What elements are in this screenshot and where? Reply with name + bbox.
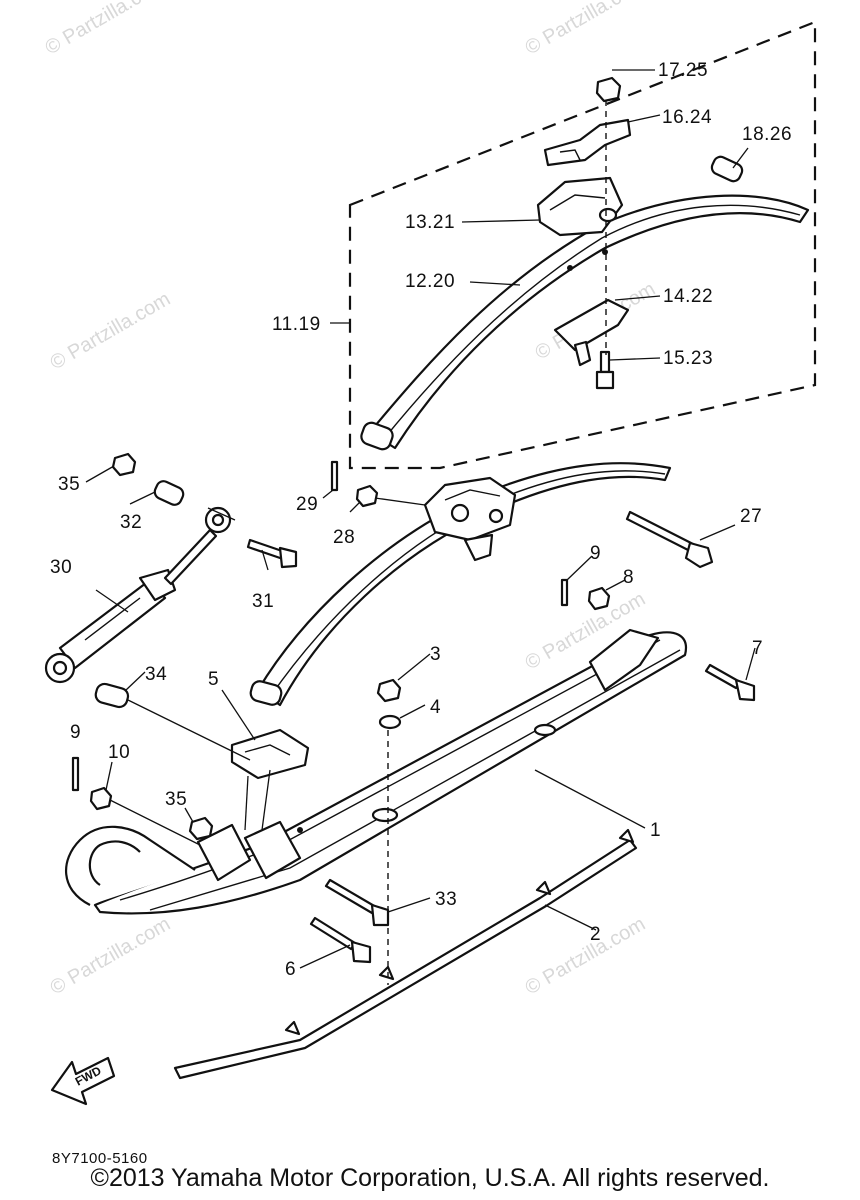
bolt-31 — [246, 538, 298, 569]
label-9-left: 9 — [70, 722, 81, 743]
label-32: 32 — [120, 512, 142, 533]
bolt-7 — [704, 663, 756, 702]
label-33: 33 — [435, 889, 457, 910]
label-5: 5 — [208, 669, 219, 690]
label-16-24: 16.24 — [662, 107, 712, 128]
watermark-2: © Partzilla.com — [522, 0, 650, 59]
label-9-right: 9 — [590, 543, 601, 564]
leaf-spring-upper — [360, 194, 810, 451]
label-6: 6 — [285, 959, 296, 980]
diagram-code: 8Y7100-5160 — [52, 1150, 148, 1167]
label-30: 30 — [50, 557, 72, 578]
cotter-pin-9-right — [560, 578, 569, 607]
label-1: 1 — [650, 820, 661, 841]
label-31: 31 — [252, 591, 274, 612]
bushing-18 — [710, 155, 744, 183]
bushing-34 — [94, 682, 130, 709]
nut-10 — [89, 786, 113, 811]
washer-4 — [378, 714, 402, 730]
copyright-notice: ©2013 Yamaha Motor Corporation, U.S.A. A… — [90, 1164, 770, 1192]
nut-17 — [595, 76, 622, 103]
watermark-1: © Partzilla.com — [42, 0, 170, 59]
label-34: 34 — [145, 664, 167, 685]
fwd-arrow-icon: FWD — [50, 1056, 116, 1106]
label-2: 2 — [590, 924, 601, 945]
ski-1 — [65, 628, 688, 915]
bolt-15 — [595, 350, 615, 390]
watermark-7: © Partzilla.com — [522, 913, 650, 999]
label-17-25: 17.25 — [658, 60, 708, 81]
label-15-23: 15.23 — [663, 348, 713, 369]
bracket-16 — [543, 118, 632, 167]
part-labels: 17.25 16.24 18.26 13.21 12.20 14.22 15.2… — [50, 60, 792, 980]
watermark-3: © Partzilla.com — [47, 288, 175, 374]
label-14-22: 14.22 — [663, 286, 713, 307]
bolt-33 — [324, 878, 390, 927]
spring-seat-13 — [536, 176, 624, 237]
label-11-19: 11.19 — [272, 314, 321, 335]
nut-35-upper — [111, 452, 137, 477]
runner-2 — [173, 828, 638, 1080]
cotter-pin-29 — [330, 460, 339, 492]
label-29: 29 — [296, 494, 318, 515]
shock-absorber-30 — [44, 506, 232, 684]
bolt-27 — [625, 510, 714, 569]
label-27: 27 — [740, 506, 762, 527]
leader-lines — [85, 69, 756, 969]
bushing-32 — [153, 480, 185, 506]
watermark-6: © Partzilla.com — [47, 913, 175, 999]
label-3: 3 — [430, 644, 441, 665]
kit-boundary — [348, 20, 817, 470]
label-28: 28 — [333, 527, 355, 548]
plate-14 — [553, 298, 630, 367]
label-35-lower: 35 — [165, 789, 187, 810]
nut-8 — [587, 586, 611, 611]
bracket-5 — [230, 728, 310, 780]
spring-seat-lower — [423, 476, 517, 562]
ski-assembly-drawing: © Partzilla.com © Partzilla.com © Partzi… — [42, 0, 817, 1106]
label-18-26: 18.26 — [742, 124, 792, 145]
label-10: 10 — [108, 742, 130, 763]
label-8: 8 — [623, 567, 634, 588]
label-13-21: 13.21 — [405, 212, 455, 233]
bolt-6 — [309, 916, 372, 964]
cotter-pin-9-left — [71, 756, 80, 792]
label-35-upper: 35 — [58, 474, 80, 495]
nut-28 — [355, 484, 379, 508]
label-12-20: 12.20 — [405, 271, 455, 292]
label-7: 7 — [752, 638, 763, 659]
nut-3 — [376, 678, 402, 703]
label-4: 4 — [430, 697, 441, 718]
